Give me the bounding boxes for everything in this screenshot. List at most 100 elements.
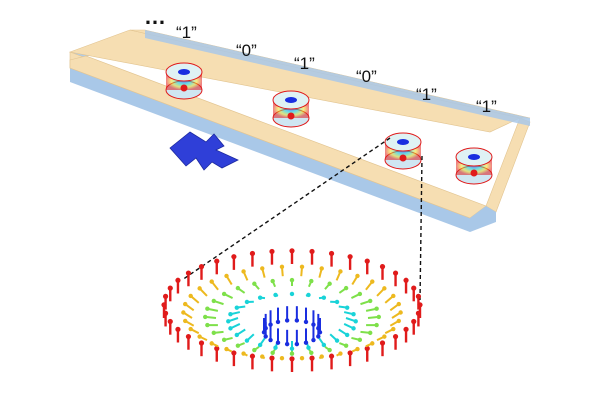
spin-arrow-head bbox=[382, 286, 387, 291]
spin-arrow-head bbox=[205, 322, 210, 328]
spin-arrow-head bbox=[260, 354, 265, 359]
spin-arrow-head bbox=[379, 340, 386, 346]
spin-arrow-head bbox=[289, 346, 295, 351]
spin-arrow-head bbox=[334, 338, 340, 343]
spin-arrow-head bbox=[181, 310, 186, 315]
spin-arrow-head bbox=[316, 334, 321, 339]
spin-arrow-head bbox=[321, 295, 327, 300]
spin-arrow-head bbox=[185, 333, 192, 340]
spin-arrow-head bbox=[260, 266, 265, 271]
spin-arrow-head bbox=[376, 314, 381, 320]
spin-arrow-head bbox=[299, 264, 305, 270]
spin-arrow-head bbox=[183, 301, 188, 307]
spin-arrow-head bbox=[252, 347, 257, 353]
spin-arrow-head bbox=[209, 279, 214, 284]
spin-arrow-head bbox=[311, 337, 316, 343]
track-right-end bbox=[485, 117, 531, 213]
spin-arrow-head bbox=[279, 264, 285, 270]
spin-arrow-head bbox=[205, 306, 210, 311]
racetrack bbox=[68, 29, 531, 232]
spin-arrow-head bbox=[396, 301, 401, 307]
spin-arrow-head bbox=[327, 281, 332, 286]
spin-arrow-head bbox=[351, 312, 356, 317]
track-right-side bbox=[470, 206, 496, 232]
spin-arrow-head bbox=[188, 293, 193, 299]
spin-arrow-head bbox=[391, 326, 396, 332]
spin-arrow-head bbox=[392, 270, 399, 276]
spin-arrow-head bbox=[343, 285, 349, 291]
spin-arrow-head bbox=[374, 306, 379, 311]
spin-arrow-head bbox=[284, 318, 290, 323]
spin-arrow-head bbox=[309, 350, 314, 355]
spin-arrow-head bbox=[167, 285, 173, 291]
skyrmion-1 bbox=[165, 62, 203, 100]
spin-arrow-head bbox=[268, 322, 273, 327]
spin-arrow-head bbox=[214, 345, 220, 352]
bit-label-4: “0” bbox=[356, 67, 377, 86]
spin-arrow-head bbox=[309, 248, 315, 255]
track-front-side bbox=[70, 68, 470, 232]
spin-arrow-head bbox=[269, 355, 275, 361]
spin-arrow-head bbox=[263, 334, 268, 339]
spin-arrow-head bbox=[370, 279, 375, 284]
spin-arrow-head bbox=[374, 322, 379, 328]
spin-arrow-head bbox=[270, 278, 275, 284]
spin-arrow-head bbox=[273, 345, 278, 350]
skyrmion-4 bbox=[455, 147, 493, 185]
spin-arrow-head bbox=[294, 318, 300, 323]
spin-arrow-head bbox=[235, 343, 241, 348]
spin-arrow-head bbox=[347, 350, 353, 356]
spin-arrow-head bbox=[257, 295, 263, 300]
bit-label-6: “1” bbox=[476, 97, 497, 116]
spin-arrow-head bbox=[244, 299, 250, 305]
spin-arrow-head bbox=[231, 254, 237, 260]
spin-arrow-head bbox=[214, 258, 220, 264]
bit-label-2: “0” bbox=[236, 41, 257, 60]
spin-arrow-head bbox=[327, 347, 332, 353]
spin-arrow-head bbox=[228, 312, 233, 317]
spin-arrow-head bbox=[224, 346, 229, 352]
spin-arrow-head bbox=[188, 326, 193, 332]
track-back-side bbox=[145, 30, 530, 126]
spin-arrow-head bbox=[382, 334, 387, 339]
spin-arrow-head bbox=[198, 340, 205, 346]
spin-arrow-head bbox=[289, 248, 295, 254]
spin-arrow-head bbox=[319, 266, 324, 271]
spin-arrow-head bbox=[338, 351, 343, 356]
spin-arrow-head bbox=[241, 351, 246, 356]
spin-arrow-head bbox=[279, 355, 285, 361]
spin-arrow-head bbox=[162, 293, 169, 299]
spin-arrow-head bbox=[197, 334, 202, 339]
spin-arrow-head bbox=[289, 356, 295, 362]
spin-arrow-head bbox=[303, 319, 309, 325]
spin-arrow-head bbox=[403, 277, 409, 283]
magnified-skyrmion bbox=[161, 248, 423, 372]
spin-arrow-head bbox=[309, 278, 314, 284]
spin-arrow-head bbox=[355, 273, 360, 279]
spin-arrow-head bbox=[351, 326, 356, 331]
spin-arrow-head bbox=[284, 341, 290, 347]
spin-arrow-head bbox=[299, 355, 305, 361]
spin-arrow-head bbox=[175, 326, 181, 332]
spin-arrow-head bbox=[268, 337, 273, 343]
bit-label-1: “1” bbox=[176, 23, 197, 42]
spin-arrow-head bbox=[319, 354, 324, 359]
spin-arrow-head bbox=[411, 285, 417, 291]
spin-arrow-head bbox=[364, 345, 370, 352]
spin-arrow-head bbox=[161, 302, 167, 308]
spin-arrow-head bbox=[275, 319, 281, 325]
spin-arrow-head bbox=[221, 337, 227, 343]
spin-arrow-head bbox=[231, 350, 237, 356]
spin-arrow-head bbox=[197, 286, 202, 291]
spin-arrow-head bbox=[357, 291, 363, 297]
spin-arrow-head bbox=[234, 332, 240, 338]
spin-arrow-head bbox=[167, 318, 173, 325]
spin-arrow-head bbox=[211, 298, 216, 304]
spin-arrow-head bbox=[392, 333, 399, 340]
spin-arrow-head bbox=[344, 332, 350, 338]
spin-arrow-head bbox=[261, 330, 267, 335]
spin-arrow-head bbox=[344, 305, 350, 310]
spin-arrow-head bbox=[198, 264, 205, 270]
spin-arrow-head bbox=[203, 314, 208, 320]
spin-arrow-head bbox=[289, 277, 295, 283]
